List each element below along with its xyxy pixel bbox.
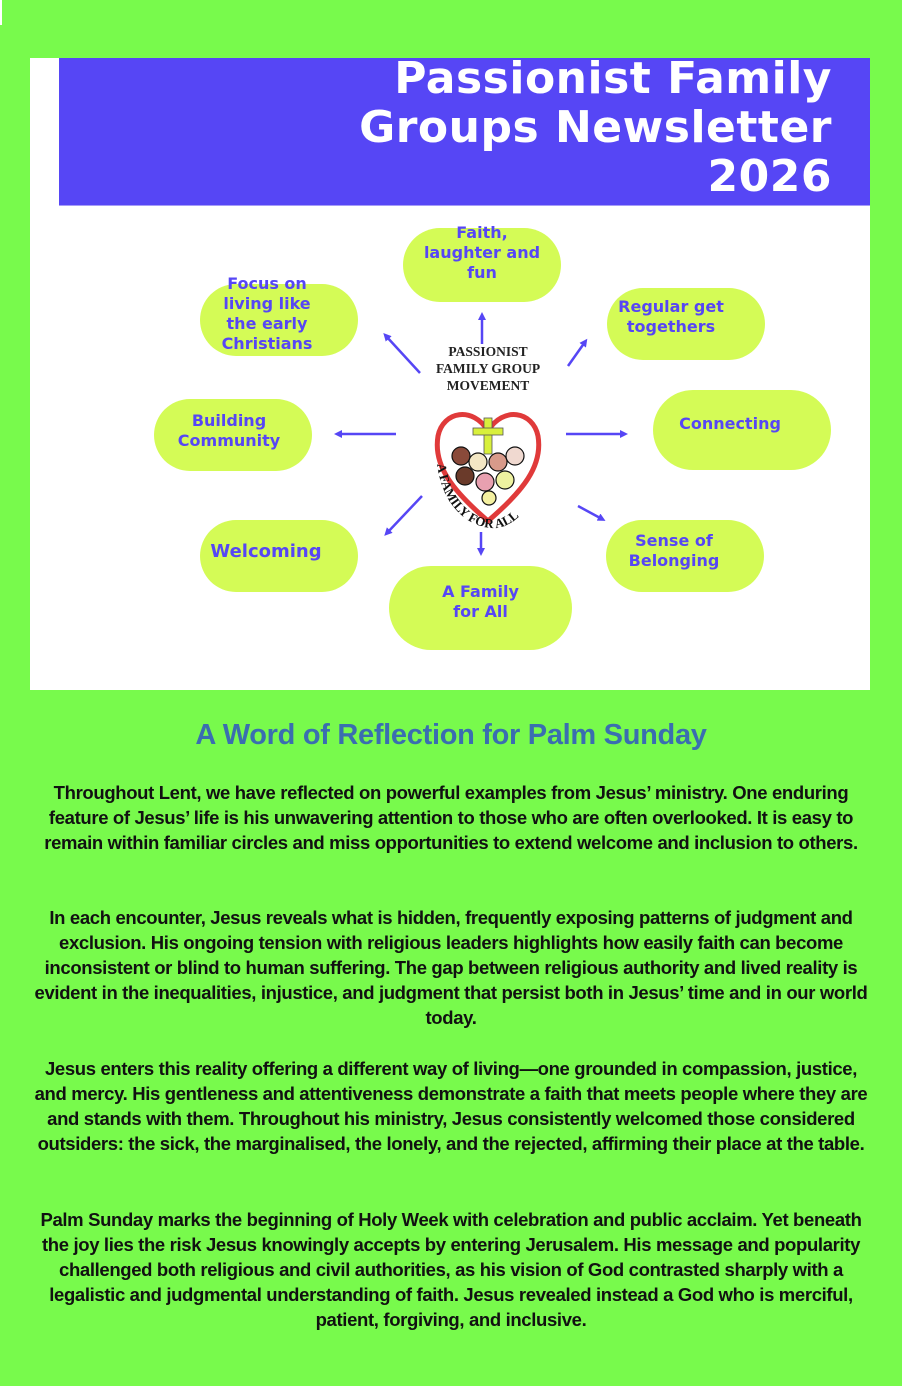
article-heading: A Word of Reflection for Palm Sunday: [195, 719, 707, 751]
arrow-to-belonging: [577, 504, 606, 521]
arrow-to-welcoming: [384, 495, 423, 536]
bubble-regular-get-togethers: Regular get togethers: [607, 288, 765, 360]
bubble-label: Sense of Belonging: [628, 531, 720, 570]
bubble-label: Faith, laughter and fun: [423, 223, 541, 282]
bubble-label: Building Community: [177, 411, 281, 450]
newsletter-title: Passionist Family Groups Newsletter 2026: [359, 53, 832, 202]
logo-title: PASSIONIST FAMILY GROUP MOVEMENT: [435, 344, 541, 393]
newsletter-banner: Passionist Family Groups Newsletter 2026: [59, 54, 870, 206]
movement-logo: PASSIONIST FAMILY GROUP MOVEMENT: [423, 338, 553, 538]
bubble-label: A Family for All: [442, 582, 519, 621]
heart-emblem: A FAMILY FOR ALL: [434, 412, 542, 531]
faces-icon: [451, 446, 525, 506]
article-paragraph: Throughout Lent, we have reflected on po…: [44, 782, 858, 853]
bubble-label: Regular get togethers: [618, 297, 724, 336]
bubble-focus-early-christians: Focus on living like the early Christian…: [200, 274, 358, 356]
bubble-welcoming: Welcoming: [200, 520, 358, 592]
article-paragraph: In each encounter, Jesus reveals what is…: [34, 907, 868, 1028]
bubble-a-family-for-all: A Family for All: [389, 566, 572, 650]
article-paragraph: Palm Sunday marks the beginning of Holy …: [40, 1209, 862, 1330]
arrow-to-focus: [383, 333, 421, 374]
bubble-building-community: Building Community: [154, 399, 312, 471]
bubble-sense-of-belonging: Sense of Belonging: [606, 520, 764, 592]
bubble-connecting: Connecting: [653, 390, 831, 470]
diagram-arrows: [334, 312, 628, 556]
bubble-faith: Faith, laughter and fun: [403, 223, 561, 302]
bubble-label: Connecting: [679, 414, 781, 433]
header-card: Passionist Family Groups Newsletter 2026…: [30, 54, 870, 690]
bubble-label: Focus on living like the early Christian…: [221, 274, 313, 353]
bubble-label: Welcoming: [210, 541, 322, 562]
cross-icon: [472, 417, 504, 455]
movement-diagram: PASSIONIST FAMILY GROUP MOVEMENT: [30, 206, 870, 690]
corner-mark: [0, 0, 2, 25]
article-paragraph: Jesus enters this reality offering a dif…: [34, 1058, 868, 1154]
arrow-to-regular: [566, 338, 588, 367]
